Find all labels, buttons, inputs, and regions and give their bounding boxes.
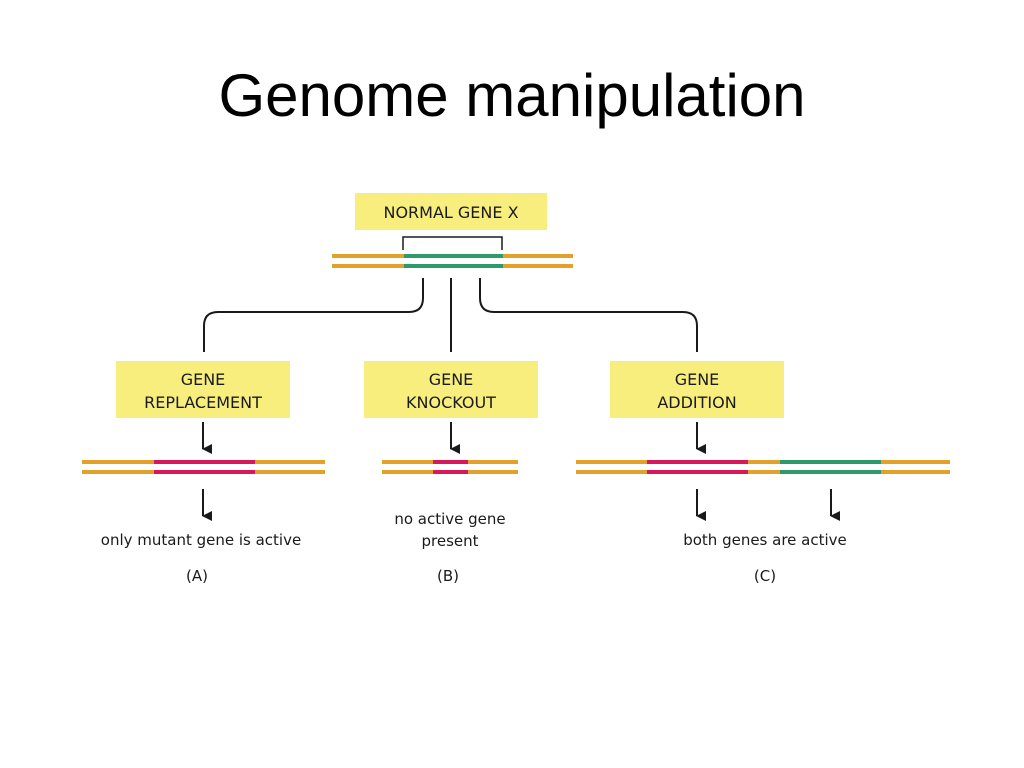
gene-bracket <box>402 236 503 250</box>
branch-gene-knockout: GENE KNOCKOUT no active gene present (B) <box>364 361 538 585</box>
branch-connectors <box>203 278 698 352</box>
dna-strand <box>468 470 518 474</box>
connector-to-addition <box>479 278 698 352</box>
dna-strand <box>881 470 950 474</box>
addition-result: both genes are active <box>683 531 847 549</box>
dna-strand <box>881 460 950 464</box>
dna-strand-right <box>503 254 573 258</box>
replacement-result: only mutant gene is active <box>101 531 301 549</box>
normal-chromosome <box>332 254 573 268</box>
knockout-result-line2: present <box>421 532 478 550</box>
addition-box-bg <box>610 361 784 418</box>
disrupted-gene-segment <box>433 460 468 464</box>
connector-to-replacement <box>203 278 424 352</box>
normal-gene-box-bg <box>355 193 547 230</box>
dna-strand-right <box>503 264 573 268</box>
dna-strand <box>255 470 325 474</box>
knockout-label-line1: GENE <box>429 370 474 389</box>
dna-strand <box>576 460 647 464</box>
panel-label-c: (C) <box>754 567 776 585</box>
normal-gene-segment <box>404 254 503 258</box>
dna-strand <box>82 470 154 474</box>
knockout-label-line2: KNOCKOUT <box>406 393 496 412</box>
dna-strand <box>382 460 433 464</box>
slide-title: Genome manipulation <box>218 62 806 129</box>
branch-gene-addition: GENE ADDITION both genes are active (C) <box>576 361 950 585</box>
knockout-box-bg <box>364 361 538 418</box>
mutant-gene-segment <box>647 460 748 464</box>
knockout-result-line1: no active gene <box>394 510 505 528</box>
replacement-label-line2: REPLACEMENT <box>144 393 262 412</box>
dna-strand-left <box>332 254 404 258</box>
addition-label-line1: GENE <box>675 370 720 389</box>
mutant-gene-segment <box>647 470 748 474</box>
normal-gene-label: NORMAL GENE X <box>383 203 518 222</box>
replacement-chromosome <box>82 460 325 474</box>
dna-strand <box>82 460 154 464</box>
panel-label-a: (A) <box>186 567 208 585</box>
normal-gene-segment <box>780 460 881 464</box>
dna-strand <box>576 470 647 474</box>
replacement-box-bg <box>116 361 290 418</box>
disrupted-gene-segment <box>433 470 468 474</box>
normal-gene-segment <box>780 470 881 474</box>
addition-label-line2: ADDITION <box>657 393 736 412</box>
dna-strand <box>748 470 780 474</box>
branch-gene-replacement: GENE REPLACEMENT only mutant gene is act… <box>82 361 325 585</box>
mutant-gene-segment <box>154 460 255 464</box>
panel-label-b: (B) <box>437 567 459 585</box>
replacement-label-line1: GENE <box>181 370 226 389</box>
normal-gene-label-box: NORMAL GENE X <box>355 193 547 230</box>
normal-gene-segment <box>404 264 503 268</box>
dna-strand <box>468 460 518 464</box>
dna-strand-left <box>332 264 404 268</box>
mutant-gene-segment <box>154 470 255 474</box>
dna-strand <box>382 470 433 474</box>
dna-strand <box>255 460 325 464</box>
dna-strand <box>748 460 780 464</box>
addition-chromosome <box>576 460 950 474</box>
knockout-chromosome <box>382 460 518 474</box>
